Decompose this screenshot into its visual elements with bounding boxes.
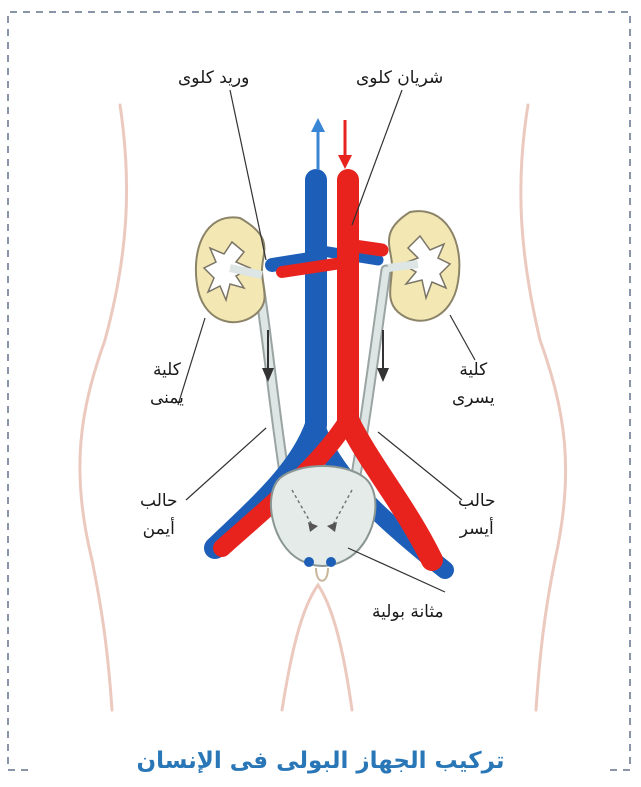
left-kidney-label: كلية يسرى	[452, 356, 495, 412]
figure-caption: تركيب الجهاز البولى فى الإنسان	[0, 748, 641, 774]
left-kidney-label-line2: يسرى	[452, 384, 495, 412]
flow-arrows	[311, 118, 352, 170]
renal-vein-label: وريد كلوى	[178, 64, 249, 92]
figure-caption-text: تركيب الجهاز البولى فى الإنسان	[126, 748, 514, 774]
right-ureter-label: حالب أيمن	[140, 487, 178, 543]
right-ureter-label-line1: حالب	[140, 487, 178, 515]
right-kidney-label: كلية يمنى	[150, 356, 184, 412]
right-kidney	[196, 217, 265, 322]
left-ureter-label-line1: حالب	[458, 487, 496, 515]
left-ureter-label: حالب أيسر	[458, 487, 496, 543]
right-ureter-label-line2: أيمن	[140, 515, 178, 543]
bladder	[271, 466, 375, 581]
left-kidney	[388, 211, 459, 321]
bladder-label: مثانة بولية	[372, 598, 444, 626]
right-kidney-label-line1: كلية	[150, 356, 184, 384]
renal-artery-label: شريان كلوى	[356, 64, 443, 92]
renal-artery-left	[348, 245, 382, 250]
left-kidney-label-line1: كلية	[452, 356, 495, 384]
right-kidney-label-line2: يمنى	[150, 384, 184, 412]
left-ureter-label-line2: أيسر	[458, 515, 496, 543]
